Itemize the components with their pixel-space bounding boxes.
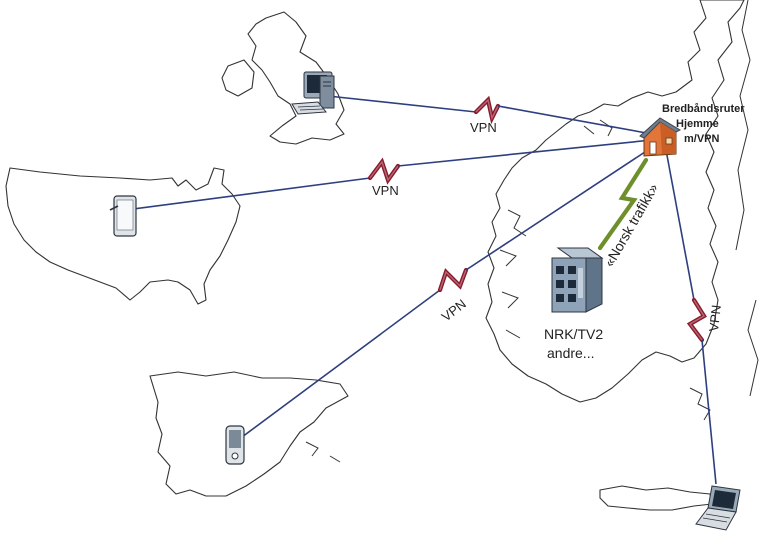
server-label-line2: andre...	[547, 345, 594, 361]
house-icon[interactable]	[639, 117, 682, 157]
laptop-icon[interactable]	[695, 485, 741, 531]
link-spain-router	[237, 145, 655, 441]
map-norway	[485, 0, 759, 421]
router-label-line2: Hjemme	[676, 118, 719, 130]
link-uk-router	[327, 95, 653, 135]
vpn-label-spain: VPN	[439, 296, 469, 324]
server-building-icon[interactable]	[551, 247, 604, 313]
link-router-server-local	[597, 157, 649, 251]
server-label-line1: NRK/TV2	[544, 326, 603, 342]
map-crete	[599, 485, 713, 511]
vpn-label-crete: VPN	[706, 304, 724, 332]
desktop-computer-icon[interactable]	[291, 71, 335, 115]
mobile-phone-icon[interactable]	[225, 425, 245, 465]
map-iberia	[149, 371, 349, 497]
vpn-label-uk: VPN	[470, 120, 497, 135]
tablet-icon[interactable]	[109, 195, 137, 237]
vpn-label-usa: VPN	[372, 183, 399, 198]
link-crete-router	[665, 149, 717, 485]
router-label-line3: m/VPN	[684, 133, 720, 145]
link-usa-router	[125, 139, 653, 211]
router-label-line1: Bredbåndsruter	[662, 103, 745, 115]
